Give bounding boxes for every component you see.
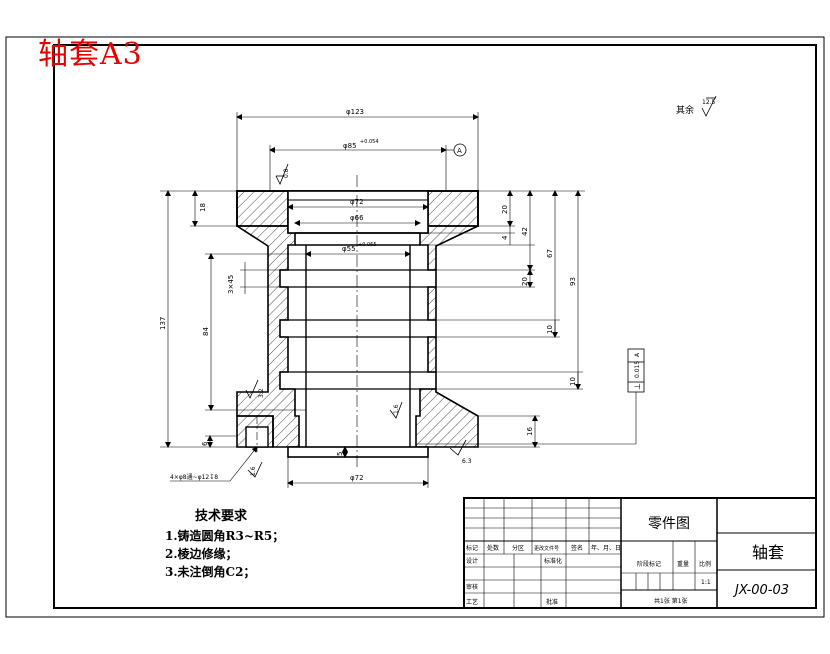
title-block: [463, 497, 817, 609]
role-process: 工艺: [466, 598, 478, 606]
dim-inner-length: 84: [202, 327, 210, 336]
dim-r-5: 5: [336, 452, 344, 456]
rev-h-2: 分区: [512, 544, 524, 552]
approve-label: 批准: [546, 598, 558, 606]
tech-requirements: 技术要求 1.铸造圆角R3~R5； 2.棱边修缘； 3.未注倒角C2；: [165, 505, 284, 581]
flange-opening: [287, 190, 429, 234]
drawing-no: JX-00-03: [732, 583, 789, 598]
rev-h-3: 更改文件号: [534, 545, 559, 552]
dim-d-bore-top: φ72: [350, 198, 364, 206]
inner-frame: [53, 44, 817, 609]
dim-r-67: 67: [546, 249, 554, 258]
ra-16b-label: 1.6: [250, 466, 257, 476]
part-name: 轴套: [752, 543, 784, 562]
ra-08-label: 0.8: [283, 168, 290, 178]
perp-tol-label: 0.015: [634, 361, 641, 378]
dim-r-42: 42: [521, 227, 529, 236]
weight-label: 重量: [677, 560, 689, 568]
roughness-symbols: [245, 95, 717, 478]
part-section: [236, 175, 479, 470]
dim-r-10b: 10: [569, 377, 577, 386]
scale-label: 比例: [699, 560, 711, 568]
dim-d-inner-tol: +0.065: [358, 242, 377, 248]
datum-a-label: A: [457, 147, 462, 155]
dim-total-height: 137: [159, 317, 167, 330]
dim-d-flange-tol: +0.054: [360, 139, 379, 145]
ra-63-label: 6.3: [462, 458, 472, 465]
role-design: 设计: [466, 557, 478, 565]
rev-h-0: 标记: [466, 544, 478, 552]
tech-item: 3.未注倒角C2；: [165, 565, 256, 579]
rev-h-4: 签名: [571, 544, 583, 552]
dim-d-inner: φ55: [342, 245, 356, 253]
ra-32-label: 3.2: [258, 388, 265, 398]
rev-h-1: 处数: [487, 544, 499, 552]
dimensions: [160, 112, 637, 488]
finish-prefix: 其余: [676, 104, 694, 116]
dim-d-recess: φ66: [350, 214, 364, 222]
tech-item: 2.棱边修缘；: [165, 547, 238, 561]
ra-16a-label: 1.6: [393, 404, 400, 414]
dim-r-4: 4: [501, 235, 509, 240]
sheet-info: 共1张 第1张: [654, 597, 688, 605]
dim-d-bottom: φ72: [350, 474, 364, 482]
dimension-labels: φ123 φ85 +0.054 φ72 φ66 φ55 +0.065 φ72 1…: [159, 99, 716, 482]
drawing-type: 零件图: [648, 516, 690, 532]
std-label: 标准化: [544, 557, 562, 565]
rev-h-5: 年、月、日: [591, 544, 621, 552]
title-block-text: 标记 处数 分区 更改文件号 签名 年、月、日 设计 标准化 审核 工艺 批准 …: [466, 516, 789, 606]
tech-title: 技术要求: [195, 509, 248, 524]
dim-d-outer: φ123: [346, 108, 364, 116]
datum-a-marker: [453, 143, 467, 157]
dim-groove: 3×45: [227, 275, 235, 294]
perp-symbol: ⊥: [633, 383, 642, 390]
dim-holes: 4×φ8通~φ12↧8: [170, 473, 218, 481]
scale-value: 1:1: [701, 579, 711, 586]
tech-item: 1.铸造圆角R3~R5；: [165, 529, 285, 543]
dim-r-10a: 10: [546, 325, 554, 334]
dim-r-16: 16: [526, 427, 534, 436]
finish-value: 12.5: [702, 99, 716, 106]
perp-datum-label: A: [634, 352, 641, 357]
perpendicularity-frame: [627, 348, 645, 393]
dim-flange-thick: 18: [199, 203, 207, 212]
role-review: 审核: [466, 583, 478, 591]
dim-r-20b: 20: [521, 277, 529, 286]
dim-r-93: 93: [569, 277, 577, 286]
dim-r-20a: 20: [501, 205, 509, 214]
bottom-step: [287, 446, 429, 458]
outer-border: [5, 36, 825, 618]
dim-d-flange: φ85: [343, 142, 357, 150]
sheet-label: 轴套A3: [38, 37, 143, 72]
stage-label: 阶段标记: [637, 560, 661, 568]
dim-bottom-step: 6: [201, 441, 209, 446]
